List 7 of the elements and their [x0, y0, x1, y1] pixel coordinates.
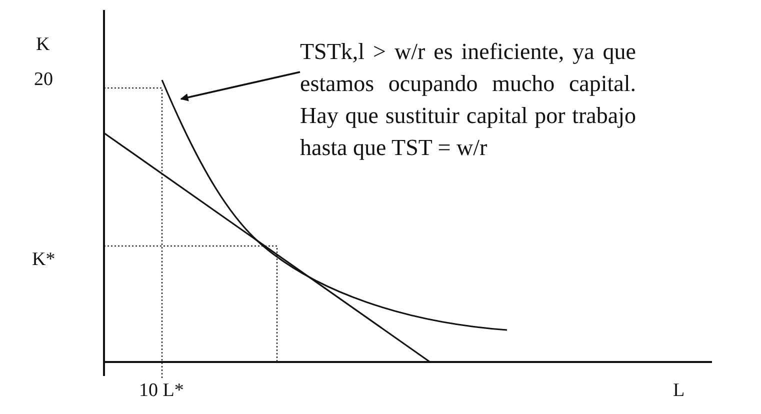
arrow: [180, 71, 300, 102]
axis-label: L: [673, 380, 685, 402]
axis-label: K: [36, 34, 50, 56]
tick-label: 10 L*: [139, 380, 184, 402]
tick-label: 20: [34, 69, 53, 91]
tick-label: K*: [32, 249, 56, 271]
annotation-text: TSTk,l > w/r es ineficiente, ya que estamos ocupando mucho capital. Hay que sustituir capital por trabajo hasta que TST = w/r: [300, 36, 636, 164]
